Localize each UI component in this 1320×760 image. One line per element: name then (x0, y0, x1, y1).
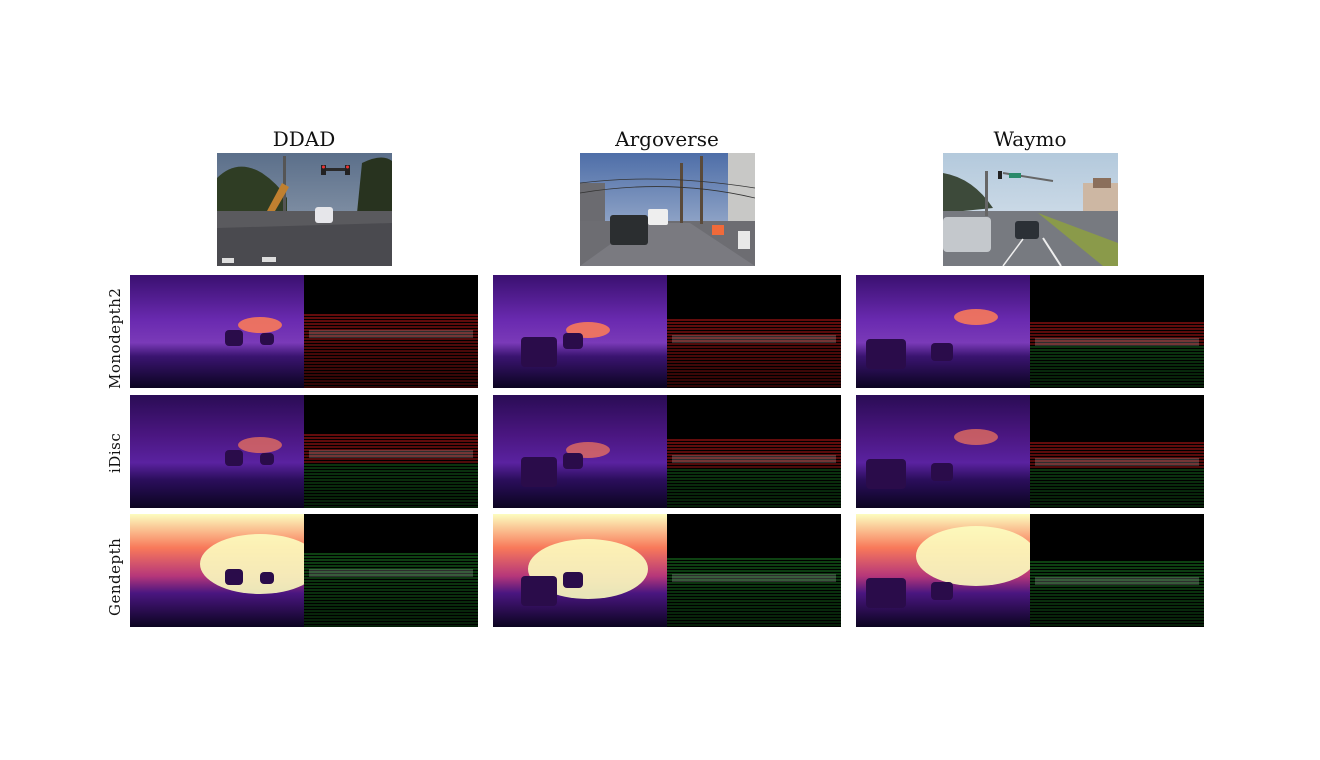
depth-map-monodepth2-ddad (130, 275, 304, 388)
error-map-idisc-argoverse (667, 395, 841, 508)
depth-map-idisc-argoverse (493, 395, 667, 508)
rgb-image-waymo (943, 153, 1118, 266)
error-map-gendepth-waymo (1030, 514, 1204, 627)
error-map-monodepth2-argoverse (667, 275, 841, 388)
depth-map-idisc-waymo (856, 395, 1030, 508)
column-title-ddad: DDAD (272, 127, 336, 151)
depth-map-idisc-ddad (130, 395, 304, 508)
error-map-idisc-waymo (1030, 395, 1204, 508)
error-map-monodepth2-waymo (1030, 275, 1204, 388)
row-label-monodepth2: Monodepth2 (106, 287, 124, 389)
row-label-idisc: iDisc (106, 432, 124, 473)
depth-map-gendepth-waymo (856, 514, 1030, 627)
depth-map-gendepth-ddad (130, 514, 304, 627)
column-title-waymo: Waymo (993, 127, 1067, 151)
depth-map-monodepth2-waymo (856, 275, 1030, 388)
depth-map-gendepth-argoverse (493, 514, 667, 627)
error-map-gendepth-argoverse (667, 514, 841, 627)
error-map-gendepth-ddad (304, 514, 478, 627)
depth-map-monodepth2-argoverse (493, 275, 667, 388)
error-map-monodepth2-ddad (304, 275, 478, 388)
row-label-gendepth: Gendepth (106, 537, 124, 616)
error-map-idisc-ddad (304, 395, 478, 508)
column-title-argoverse: Argoverse (615, 127, 719, 151)
rgb-image-ddad (217, 153, 392, 266)
rgb-image-argoverse (580, 153, 755, 266)
